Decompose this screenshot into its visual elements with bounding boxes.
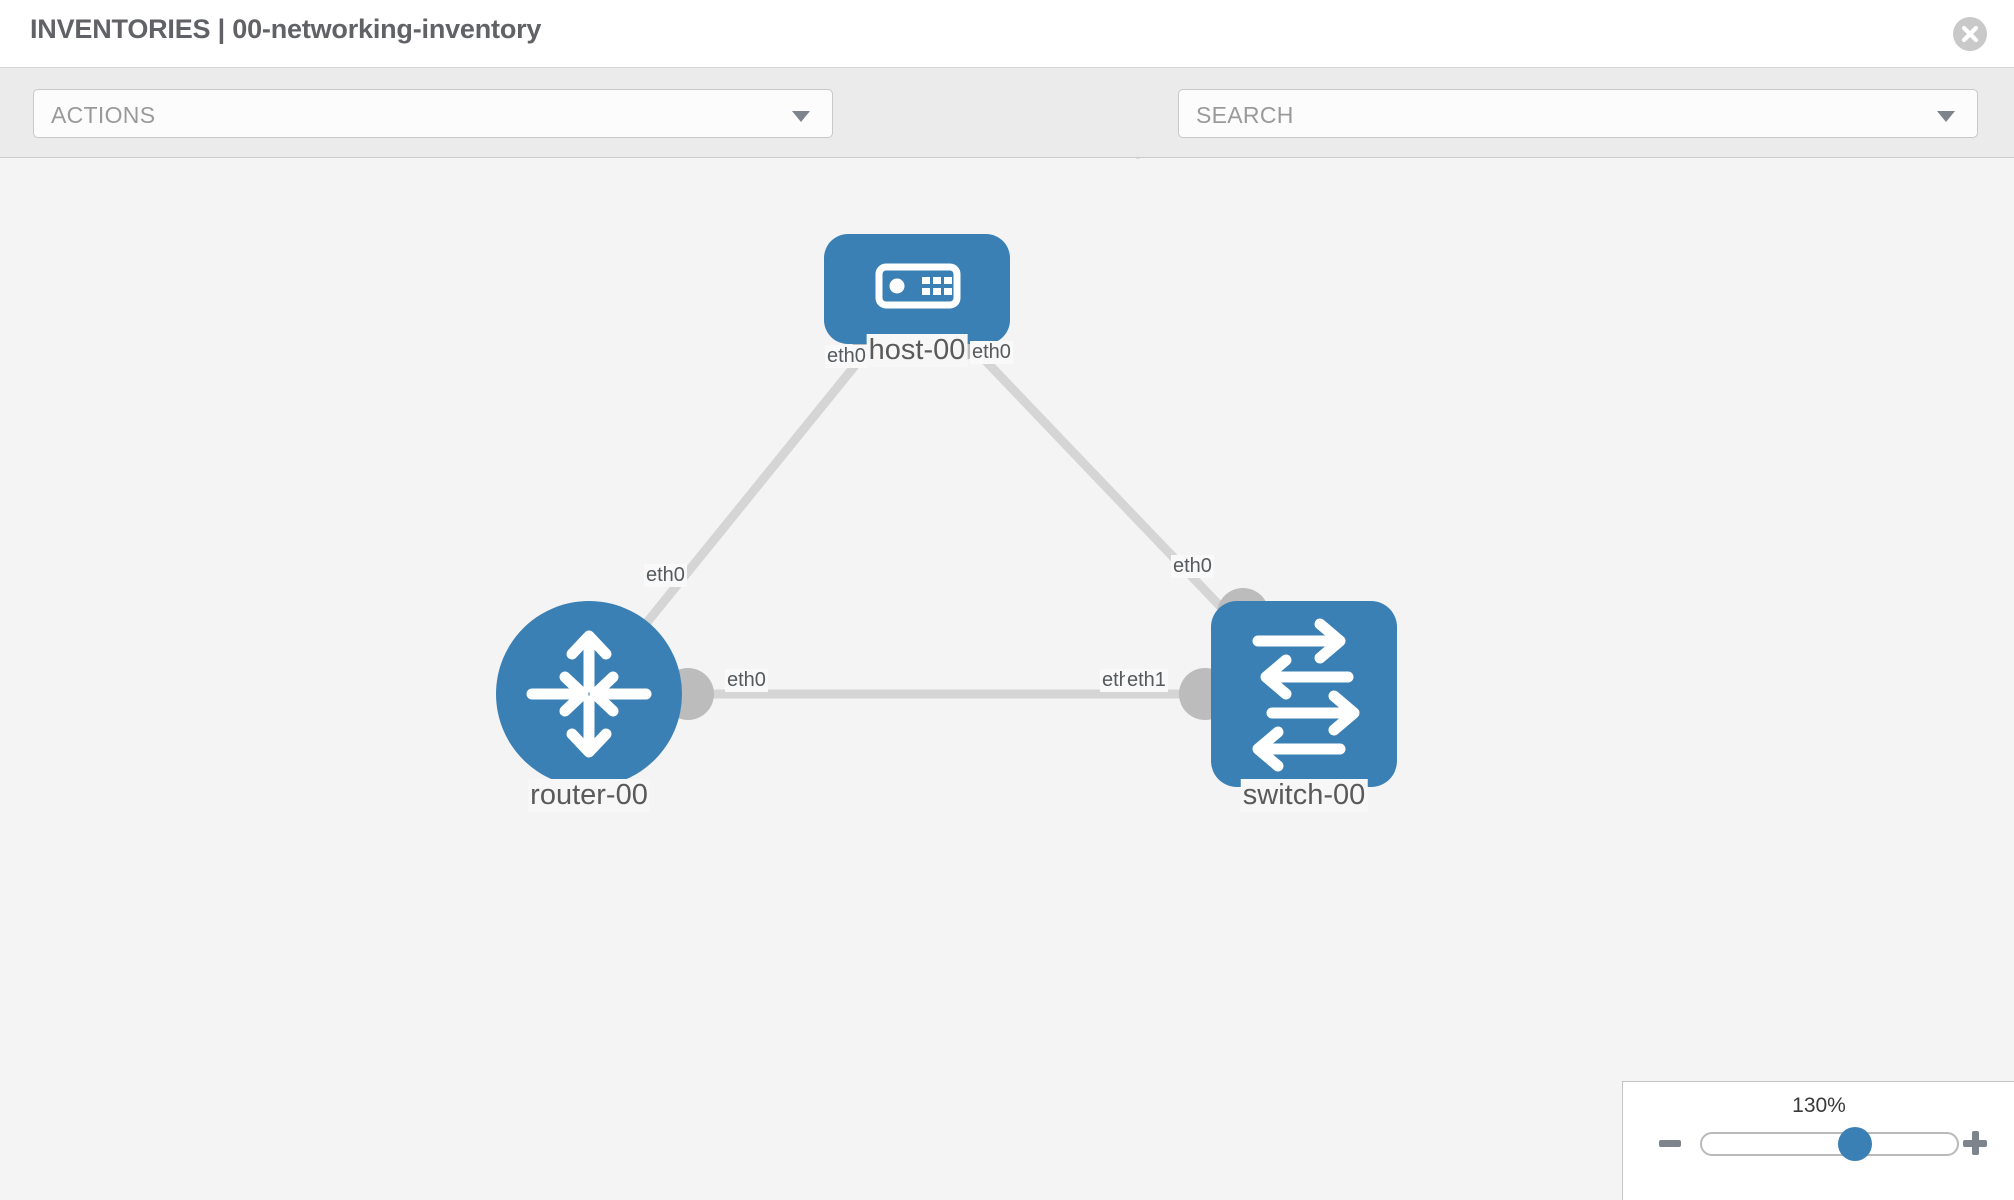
search-input[interactable]: SEARCH xyxy=(1178,89,1978,138)
page-title: INVENTORIES | 00-networking-inventory xyxy=(30,14,542,44)
switch-arrows-icon xyxy=(1252,618,1360,772)
search-placeholder: SEARCH xyxy=(1196,102,1294,128)
zoom-slider-row xyxy=(1623,1127,2014,1167)
chevron-down-icon xyxy=(792,111,810,122)
actions-dropdown-label: ACTIONS xyxy=(51,102,156,128)
zoom-control-panel: 130% xyxy=(1622,1081,2014,1200)
zoom-slider-handle[interactable] xyxy=(1838,1127,1872,1161)
node-label-host: host-00 xyxy=(866,334,968,367)
zoom-in-button[interactable] xyxy=(1963,1131,1987,1155)
node-label-switch: switch-00 xyxy=(1240,779,1368,812)
node-switch-00[interactable] xyxy=(1211,601,1397,787)
iface-label: eth0 xyxy=(825,345,868,368)
server-icon xyxy=(875,263,961,309)
toolbar: ACTIONS SEARCH xyxy=(0,68,2014,194)
iface-label: eth0 xyxy=(725,669,768,692)
topology-graph xyxy=(496,234,1397,787)
iface-label: eth0 xyxy=(644,564,687,587)
actions-dropdown[interactable]: ACTIONS xyxy=(33,89,833,138)
router-arrows-icon xyxy=(526,630,652,758)
node-label-router: router-00 xyxy=(528,779,650,812)
topology-connectors xyxy=(662,311,1269,720)
zoom-percent-label: 130% xyxy=(1792,1094,1846,1117)
iface-label: eth0 xyxy=(970,341,1013,364)
node-router-00[interactable] xyxy=(496,601,682,787)
iface-label: eth1 xyxy=(1125,669,1168,692)
zoom-slider-track[interactable] xyxy=(1700,1127,1959,1161)
page-header: INVENTORIES | 00-networking-inventory xyxy=(0,0,2014,68)
chevron-down-icon[interactable] xyxy=(1937,111,1955,122)
node-host-00[interactable] xyxy=(824,234,1010,344)
close-icon[interactable] xyxy=(1952,16,1988,52)
zoom-out-button[interactable] xyxy=(1659,1140,1681,1147)
iface-label: eth0 xyxy=(1171,555,1214,578)
topology-canvas[interactable]: eth0 eth0 eth0 eth0 eth0 eth0 eth1 host-… xyxy=(0,159,2014,1200)
